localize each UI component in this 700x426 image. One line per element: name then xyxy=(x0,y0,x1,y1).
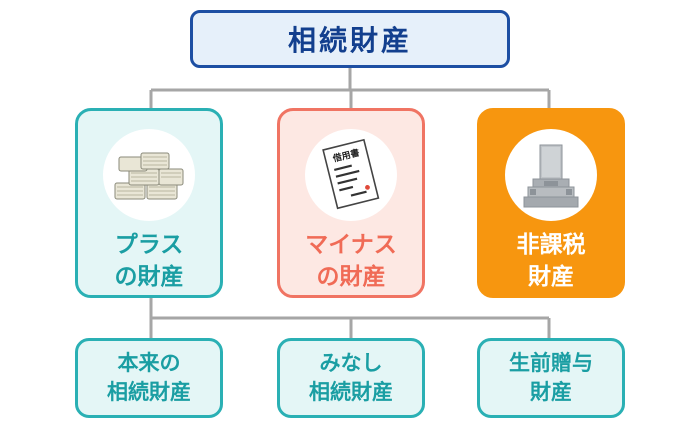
sub-item-1-line2: 相続財産 xyxy=(107,380,191,404)
root-node-inherited-assets: 相続財産 xyxy=(190,10,510,68)
category-exempt-label: 非課税 財産 xyxy=(517,229,586,293)
category-minus-assets: 借用書 マイナス の財産 xyxy=(277,108,425,298)
category-plus-assets: プラス の財産 xyxy=(75,108,223,298)
gravestone-icon xyxy=(505,129,597,221)
category-plus-label-line2: の財産 xyxy=(114,264,184,290)
sub-item-2-line2: 相続財産 xyxy=(309,380,393,404)
sub-item-2-label: みなし 相続財産 xyxy=(309,349,393,407)
sub-item-deemed-inherited-assets: みなし 相続財産 xyxy=(277,338,425,418)
category-exempt-label-line2: 財産 xyxy=(528,264,574,290)
category-minus-label: マイナス の財産 xyxy=(305,229,397,293)
sub-item-2-line1: みなし xyxy=(319,351,383,375)
category-plus-label: プラス の財産 xyxy=(115,229,184,293)
category-tax-exempt-assets: 非課税 財産 xyxy=(477,108,625,298)
category-plus-label-line1: プラス xyxy=(114,232,184,258)
sub-item-lifetime-gift-assets: 生前贈与 財産 xyxy=(477,338,625,418)
loan-document-icon: 借用書 xyxy=(305,129,397,221)
sub-item-1-line1: 本来の xyxy=(117,351,181,375)
sub-item-original-inherited-assets: 本来の 相続財産 xyxy=(75,338,223,418)
sub-item-1-label: 本来の 相続財産 xyxy=(107,349,191,407)
sub-item-3-label: 生前贈与 財産 xyxy=(509,349,593,407)
root-node-label: 相続財産 xyxy=(287,24,412,57)
sub-item-3-line1: 生前贈与 xyxy=(509,351,593,375)
sub-item-3-line2: 財産 xyxy=(530,380,572,404)
category-minus-label-line2: の財産 xyxy=(316,264,386,290)
category-exempt-label-line1: 非課税 xyxy=(516,232,586,258)
money-stacks-icon xyxy=(103,129,195,221)
category-minus-label-line1: マイナス xyxy=(305,232,397,258)
